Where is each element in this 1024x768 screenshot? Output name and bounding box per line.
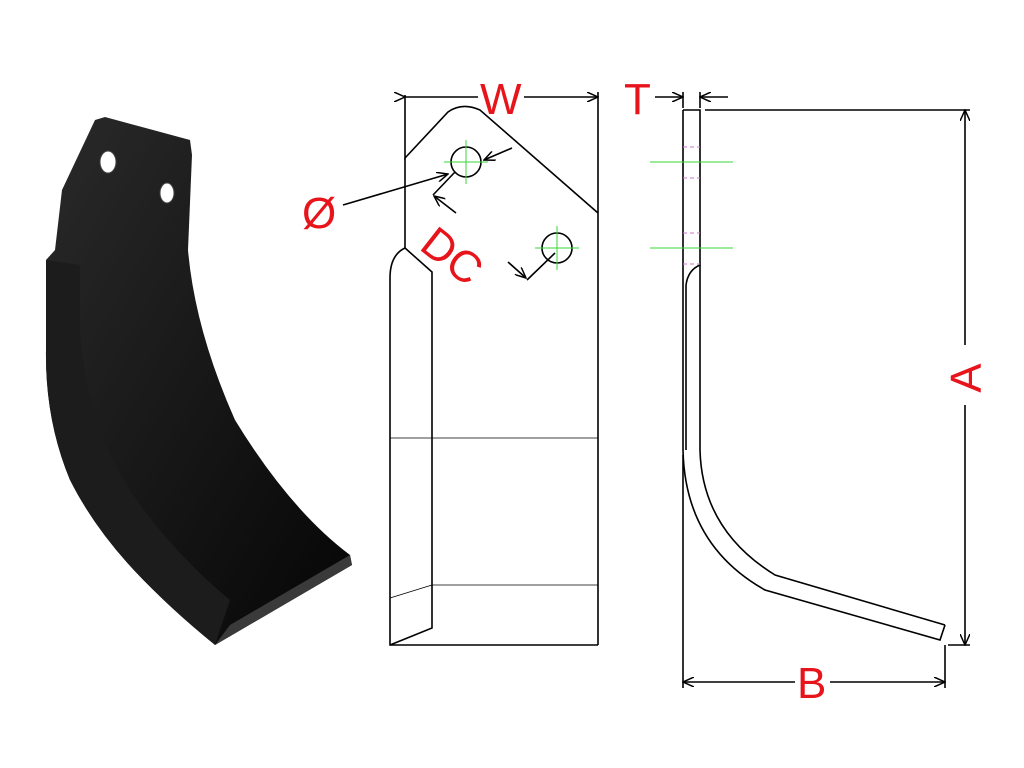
side-view: [650, 92, 970, 688]
height-label: A: [942, 363, 991, 393]
blade-3d-view: [45, 117, 352, 645]
reach-label: B: [797, 659, 827, 708]
width-label: W: [480, 75, 522, 124]
front-view: [342, 92, 598, 646]
thickness-label: T: [624, 75, 651, 124]
hole-diameter-label: Ø: [302, 189, 337, 238]
